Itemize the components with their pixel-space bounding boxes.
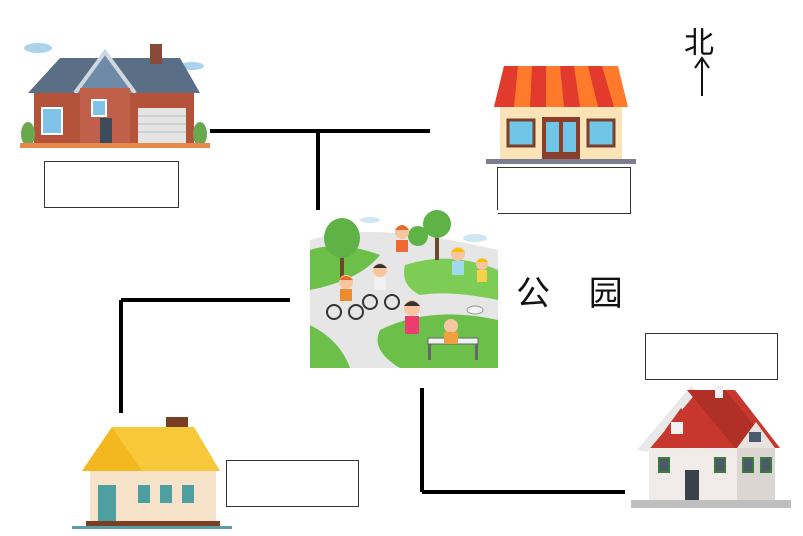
shop-image [486,66,636,164]
north-arrow-icon [694,56,710,96]
top-left-house-image [20,43,210,148]
park-label: 公 园 [516,274,637,314]
top-left-house-answer-box[interactable] [44,161,179,208]
shop-answer-box[interactable] [497,167,631,214]
right-house-image [631,386,791,508]
right-house-answer-box[interactable] [645,333,778,380]
north-label: 北 [684,26,714,61]
bottom-left-house-answer-box[interactable] [226,460,359,507]
park-image [310,210,498,368]
bottom-left-house-image [72,417,232,529]
